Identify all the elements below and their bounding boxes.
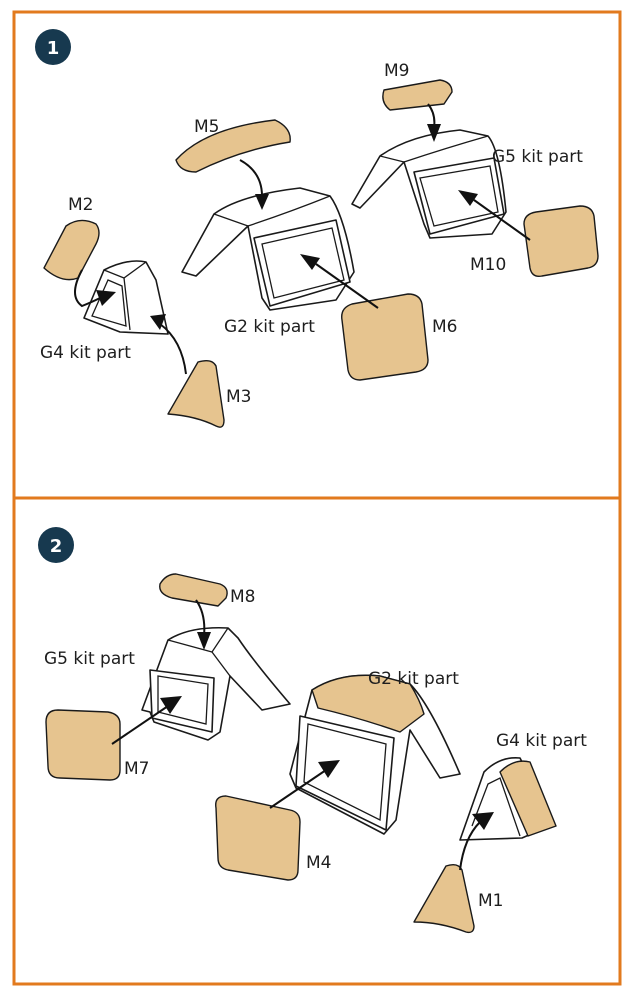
label-g2-step2: G2 kit part xyxy=(368,669,459,689)
label-m2: M2 xyxy=(68,195,93,215)
label-m5: M5 xyxy=(194,117,219,137)
arrow-m10-to-g5 xyxy=(458,190,531,241)
g2-kit-part-step1 xyxy=(181,187,355,311)
label-g5-step1: G5 kit part xyxy=(492,147,583,167)
arrow-m9-to-g5 xyxy=(427,103,441,142)
g4-kit-part-step1 xyxy=(83,260,169,335)
label-m8: M8 xyxy=(230,587,255,607)
label-g4-step2: G4 kit part xyxy=(496,731,587,751)
arrow-m6-to-g2 xyxy=(300,254,379,309)
mask-m10 xyxy=(523,205,599,278)
step-1-number: 1 xyxy=(47,38,60,59)
g5-kit-part-step1 xyxy=(351,129,507,239)
arrow-m3-to-g4 xyxy=(150,314,187,375)
mask-m7 xyxy=(45,709,121,781)
label-m4: M4 xyxy=(306,853,331,873)
mask-m4 xyxy=(215,795,301,881)
mask-m1 xyxy=(413,863,475,934)
mask-m5 xyxy=(175,119,291,173)
arrow-m2-to-g4 xyxy=(74,269,116,308)
mask-m9 xyxy=(382,79,453,111)
label-m10: M10 xyxy=(470,255,506,275)
g2-kit-part-step2 xyxy=(289,674,461,835)
label-m3: M3 xyxy=(226,387,251,407)
g5-kit-part-step2 xyxy=(141,626,291,741)
label-m9: M9 xyxy=(384,61,409,81)
arrow-m5-to-g2 xyxy=(239,159,269,210)
label-m6: M6 xyxy=(432,317,457,337)
label-m1: M1 xyxy=(478,891,503,911)
step-2-number: 2 xyxy=(50,536,63,557)
label-g2-step1: G2 kit part xyxy=(224,317,315,337)
mask-m6 xyxy=(341,293,429,381)
step-2-badge: 2 xyxy=(38,527,74,563)
mask-m8 xyxy=(159,573,228,607)
label-m7: M7 xyxy=(124,759,149,779)
arrow-m7-to-g5 xyxy=(111,696,182,745)
arrow-m8-to-g5 xyxy=(195,599,211,650)
mask-g2-top-step2 xyxy=(311,674,425,733)
step-2-frame xyxy=(12,496,622,986)
mask-g4-top-step2 xyxy=(499,760,557,837)
arrow-m1-to-g4 xyxy=(459,812,494,871)
mask-m3 xyxy=(167,359,225,428)
label-g5-step2: G5 kit part xyxy=(44,649,135,669)
label-g4-step1: G4 kit part xyxy=(40,343,131,363)
step-1-badge: 1 xyxy=(35,29,71,65)
arrow-m4-to-g2 xyxy=(269,760,340,809)
mask-m2 xyxy=(43,219,100,281)
